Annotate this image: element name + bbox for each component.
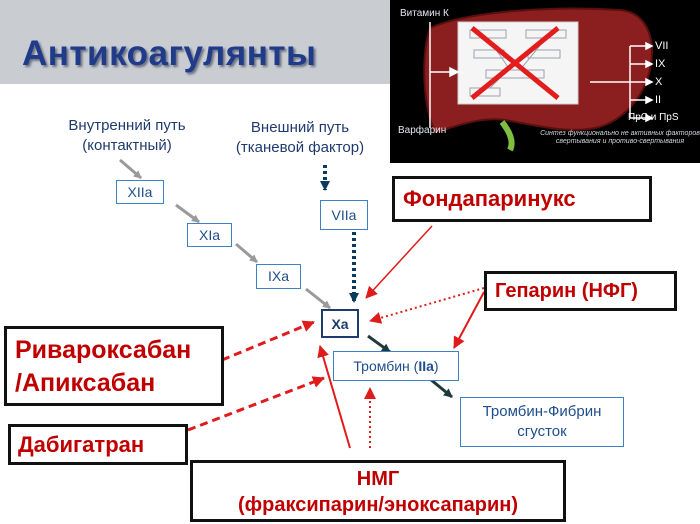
intrinsic-line-1: Внутренний путь: [68, 117, 186, 134]
factor-xa: Xa: [321, 309, 359, 338]
lmwh-line-1: НМГ: [356, 468, 400, 490]
drug-lmwh: НМГ (фраксипарин/эноксапарин): [190, 460, 566, 522]
cross-line-2: [470, 26, 560, 100]
lmwh-line-2: (фраксипарин/эноксапарин): [237, 494, 519, 516]
vitamin-k-liver-inset: Витамин К Варфарин VII IX X II ПрС и ПрS…: [390, 0, 700, 163]
arrow-xia-to-ixa: [235, 242, 258, 264]
clot-line-1: Тромбин-Фибрин: [482, 403, 602, 420]
synthesis-note: Синтез функционально не активных факторо…: [540, 130, 700, 145]
arrow-xa-to-thrombin: [367, 334, 391, 354]
page-title: Антикоагулянты: [22, 34, 317, 73]
liver-illustration: [423, 7, 654, 152]
inset-factor-x: X: [655, 76, 663, 88]
arrow-dabigatran-to-thrombin: [187, 376, 325, 432]
vitamin-k-label: Витамин К: [400, 8, 449, 19]
warfarin-label: Варфарин: [398, 125, 447, 136]
arrow-rivaroxaban-to-xa: [221, 320, 315, 362]
title-band: [0, 0, 390, 84]
arrow-heparin-to-xa: [369, 287, 485, 324]
inset-factor-ii: II: [655, 94, 662, 106]
drug-rivaroxaban-apixaban: Ривароксабан /Апиксабан: [4, 326, 224, 406]
intrinsic-line-2: (контактный): [82, 137, 172, 154]
inset-factor-prc-prs: ПрС и ПрS: [628, 112, 679, 123]
factor-xia: XIa: [187, 223, 232, 247]
arrow-ixa-to-xa: [305, 287, 331, 310]
extrinsic-line-2: (тканевой фактор): [235, 139, 365, 156]
inset-factor-ix: IX: [655, 58, 666, 70]
factor-ixa: IXa: [256, 264, 301, 289]
arrow-fondaparinux-to-xa: [365, 225, 433, 299]
drug-dabigatran: Дабигатран: [8, 424, 188, 465]
extrinsic-pathway-label: Внешний путь (тканевой фактор): [214, 118, 386, 158]
rivaroxaban-line-2: /Апиксабан: [15, 369, 156, 397]
thrombin-iia: IIa: [418, 358, 434, 374]
intrinsic-pathway-label: Внутренний путь (контактный): [52, 116, 202, 156]
arrow-xiia: [119, 158, 142, 180]
thrombin-fibrin-clot-box: Тромбин-Фибрин сгусток: [460, 397, 624, 447]
factor-viia: VIIa: [320, 200, 368, 230]
clot-line-2: сгусток: [517, 423, 567, 440]
thrombin-label: Тромбин (: [353, 358, 419, 374]
arrow-heparin-to-thrombin: [453, 291, 485, 349]
gallbladder-shape: [499, 120, 515, 152]
rivaroxaban-line-1: Ривароксабан: [15, 336, 192, 364]
factor-xiia: XIIa: [116, 180, 164, 204]
extrinsic-line-1: Внешний путь: [250, 119, 350, 136]
thrombin-box: Тромбин (IIa): [333, 351, 459, 381]
drug-heparin: Гепарин (НФГ): [484, 271, 677, 311]
drug-fondaparinux: Фондапаринукс: [392, 176, 652, 222]
arrow-xiia-to-xia: [175, 203, 200, 224]
arrow-thrombin-to-clot: [429, 377, 453, 399]
thrombin-paren: ): [433, 358, 439, 374]
arrow-lmwh-to-xa: [317, 345, 351, 449]
inset-factor-vii: VII: [655, 40, 669, 52]
